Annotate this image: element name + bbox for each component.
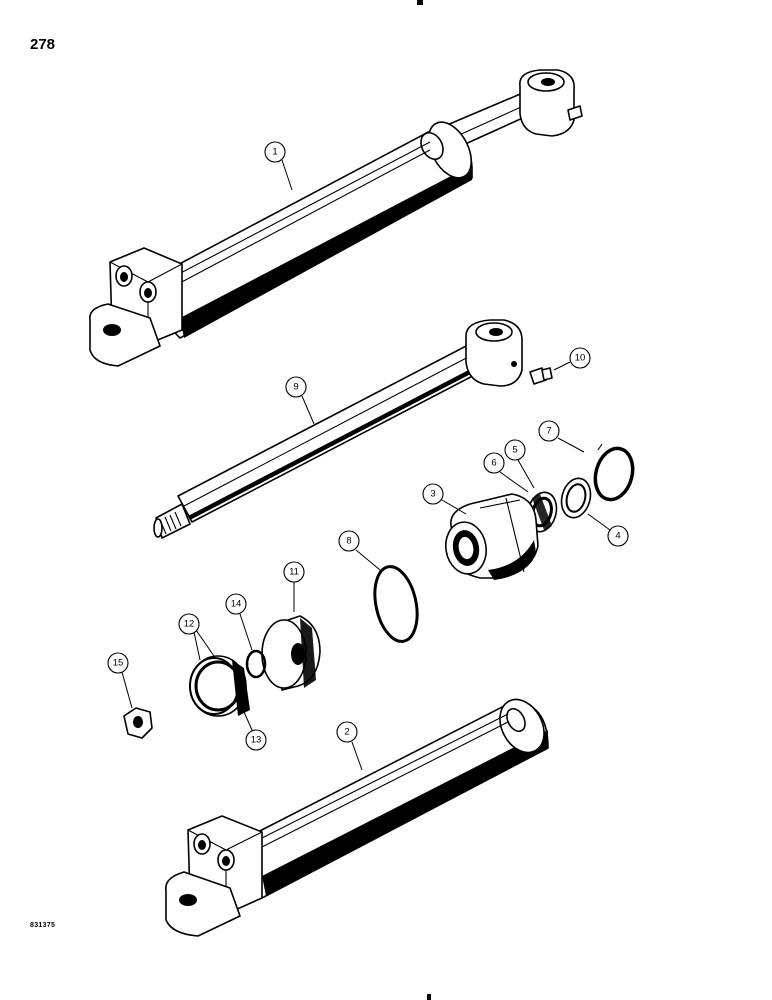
registration-mark-bottom (427, 994, 431, 1000)
callout-7: 7 (538, 420, 585, 453)
callout-label: 2 (344, 727, 349, 738)
callout-label: 14 (231, 599, 242, 610)
callout-label: 13 (251, 735, 262, 746)
callout-3: 3 (422, 483, 467, 515)
piston-ring-drawing (189, 655, 250, 717)
callout-6: 6 (483, 452, 529, 493)
callout-11: 11 (283, 561, 305, 612)
o-ring-small-drawing (245, 649, 267, 679)
o-ring-drawing (373, 565, 419, 643)
rod-wiper-drawing (560, 477, 592, 519)
registration-mark-top (417, 0, 423, 5)
cylinder-assembly-drawing (89, 69, 583, 367)
piston-rod-drawing (153, 319, 523, 539)
callout-label: 3 (430, 489, 435, 500)
grease-fitting-drawing (529, 367, 553, 385)
callout-label: 10 (575, 353, 586, 364)
callout-15: 15 (107, 652, 133, 709)
callout-5: 5 (504, 439, 535, 489)
callout-label: 6 (491, 458, 496, 469)
callout-14: 14 (225, 593, 253, 651)
callout-8: 8 (338, 530, 381, 571)
callout-label: 4 (615, 531, 620, 542)
callout-label: 9 (293, 382, 298, 393)
callout-label: 7 (546, 426, 551, 437)
cylinder-barrel-drawing (165, 698, 549, 937)
page-number: 278 (30, 36, 56, 53)
figure-code: 831375 (30, 922, 56, 929)
callout-9: 9 (285, 376, 315, 425)
callout-label: 12 (184, 619, 195, 630)
callout-2: 2 (336, 721, 363, 771)
callout-12: 12 (178, 613, 215, 661)
callout-label: 5 (512, 445, 517, 456)
retaining-ring-drawing (593, 443, 635, 502)
callout-label: 15 (113, 658, 124, 669)
callout-1: 1 (264, 141, 293, 191)
nut-drawing (123, 707, 153, 739)
callout-label: 8 (346, 536, 351, 547)
callout-4: 4 (587, 513, 629, 547)
callout-label: 11 (289, 567, 299, 578)
callout-10: 10 (553, 347, 591, 371)
cylinder-head-drawing (444, 493, 539, 580)
callout-label: 1 (272, 147, 277, 158)
callout-13: 13 (243, 711, 267, 751)
piston-drawing (261, 615, 321, 691)
